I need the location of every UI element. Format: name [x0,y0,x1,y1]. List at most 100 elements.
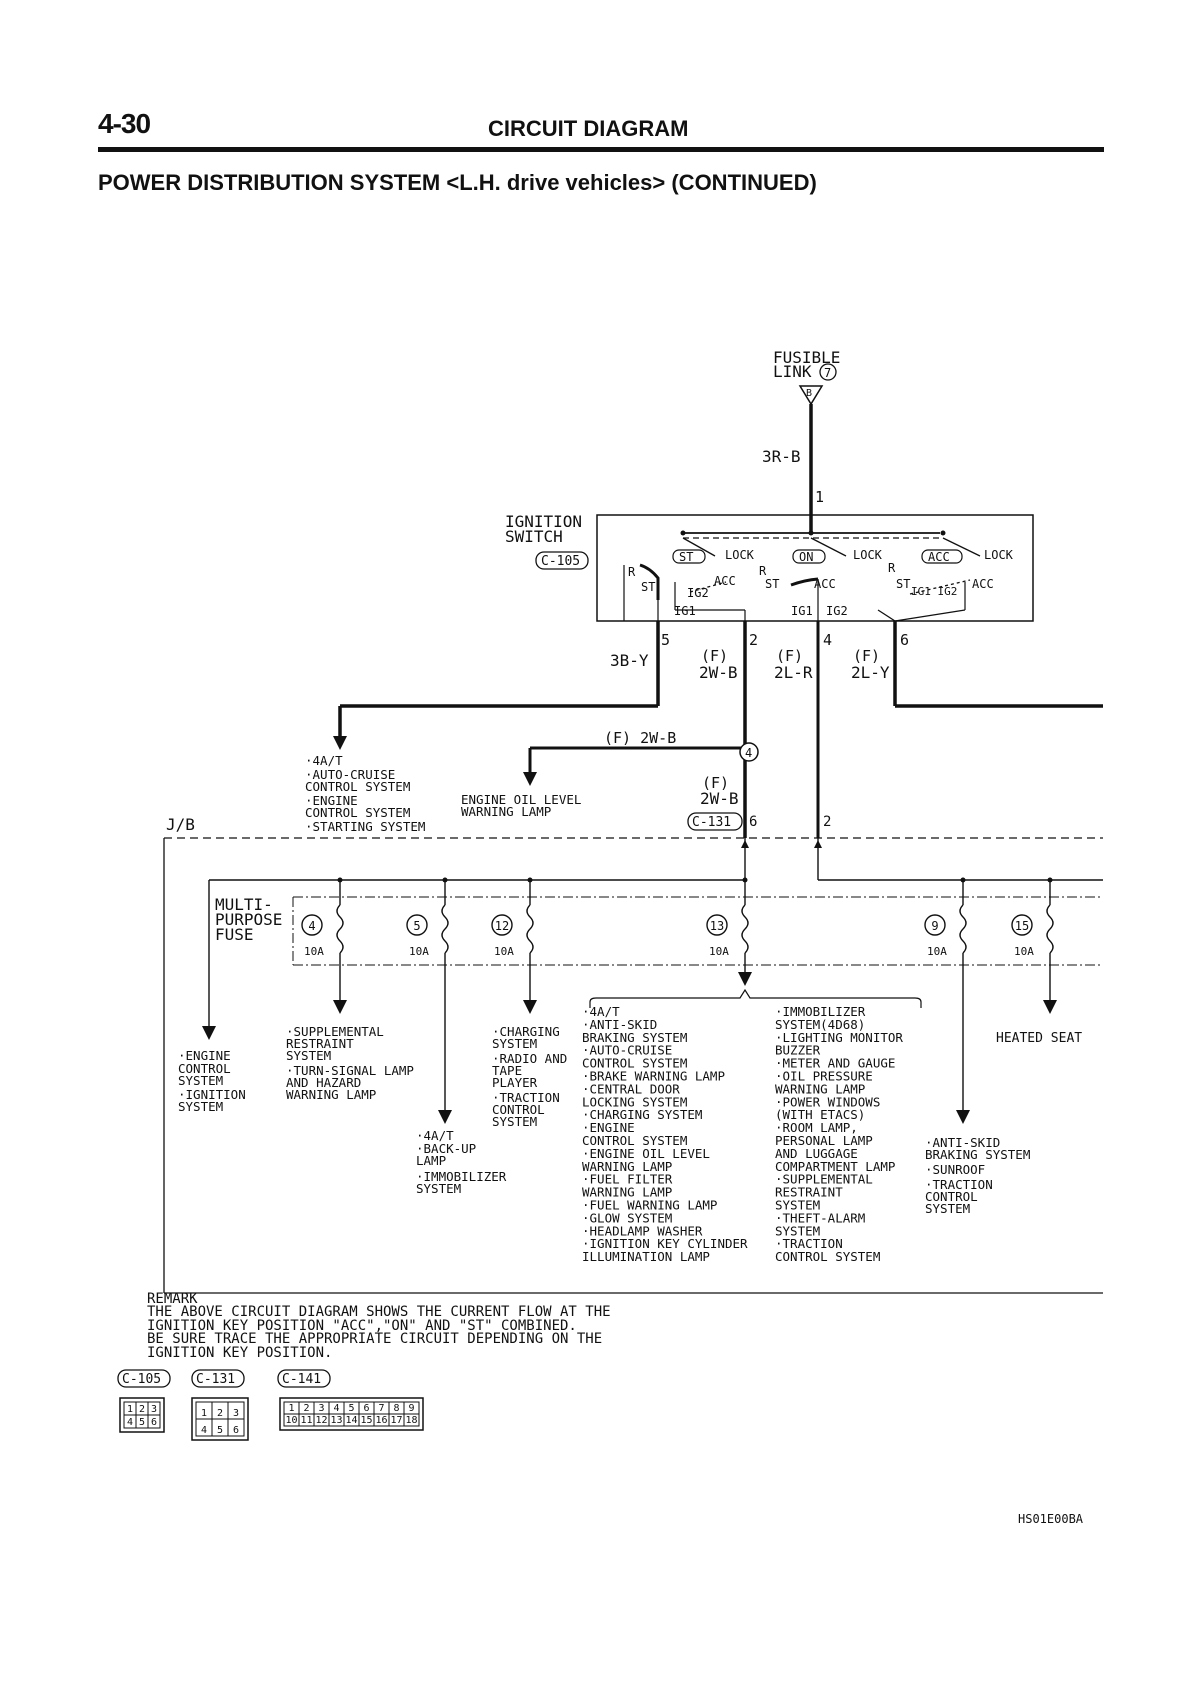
c131-tag [687,812,743,831]
load-line: COMPARTMENT LAMP [775,1159,895,1174]
load-line: ·CHARGING SYSTEM [582,1107,702,1122]
svg-text:IGNITION KEY POSITION.: IGNITION KEY POSITION. [147,1345,332,1361]
wire-code-jb: 2W-B [700,789,739,808]
terminal-ig2-1: IG2 [687,586,709,600]
load-line: SYSTEM(4D68) [775,1017,865,1032]
c105-tag [535,551,589,570]
fuse13-brace [589,988,922,1008]
load-line: ·ENGINE [582,1120,635,1135]
pin: 4 [127,1417,133,1428]
load-line: ILLUMINATION LAMP [582,1249,710,1264]
terminal-st-3: ST [896,577,910,591]
svg-text:TAPE: TAPE [492,1063,522,1078]
terminal-r-2: R [759,564,767,578]
load-line: ·THEFT-ALARM [775,1210,865,1225]
load-line: SYSTEM [775,1223,820,1238]
load-line: ·HEADLAMP WASHER [582,1223,703,1238]
load-line: ·METER AND GAUGE [775,1056,895,1071]
svg-text:WARNING LAMP: WARNING LAMP [461,804,551,819]
mode-acc-text: ACC [928,550,950,564]
svg-text:·IMMOBILIZER: ·IMMOBILIZER [416,1169,507,1184]
svg-text:BE SURE TRACE THE APPROPRIATE: BE SURE TRACE THE APPROPRIATE CIRCUIT DE… [147,1331,602,1347]
st-loads: ·4A/T ·AUTO-CRUISE CONTROL SYSTEM ·ENGIN… [305,753,425,834]
load-line: CONTROL SYSTEM [582,1056,687,1071]
load-line: BRAKING SYSTEM [582,1030,687,1045]
svg-text:IGNITION KEY POSITION "ACC","O: IGNITION KEY POSITION "ACC","ON" AND "ST… [147,1318,577,1334]
fuse5-loads: ·4A/T ·BACK-UP LAMP ·IMMOBILIZER SYSTEM [416,1128,507,1196]
fusible-link-number-circle [819,363,837,381]
fuse-rating: 10A [304,945,324,958]
wire-f-acc: (F) [853,647,880,665]
svg-text:·TRACTION: ·TRACTION [925,1177,993,1192]
mode-st [672,549,706,564]
load-line: ·AUTO-CRUISE [582,1043,672,1058]
fusible-link-label: FUSIBLE [773,348,840,367]
load-line: ·LIGHTING MONITOR [775,1030,903,1045]
svg-text:·STARTING SYSTEM: ·STARTING SYSTEM [305,819,425,834]
pin: 3 [318,1403,324,1414]
fuse13-loads-b: ·IMMOBILIZER SYSTEM(4D68)·LIGHTING MONIT… [775,1004,903,1264]
terminal-ig1-1: IG1 [674,604,696,618]
load-line: CONTROL SYSTEM [775,1249,880,1264]
page-title: CIRCUIT DIAGRAM [488,116,689,141]
svg-text:AND HAZARD: AND HAZARD [286,1075,361,1090]
pin: 1 [127,1404,133,1415]
terminal-r-1: R [628,565,636,579]
terminal-st-1: ST [641,580,655,594]
load-line: WARNING LAMP [775,1081,865,1096]
svg-text:SYSTEM: SYSTEM [925,1201,970,1216]
fusible-link-number: 7 [824,366,831,380]
load-line: CONTROL SYSTEM [582,1133,687,1148]
svg-text:SYSTEM: SYSTEM [492,1114,537,1129]
pin: 7 [378,1403,384,1414]
header-rule [98,147,1104,152]
pin: 5 [217,1425,223,1436]
svg-text:·4A/T: ·4A/T [416,1128,454,1143]
fuse-15: 15 10A [1011,880,1057,1014]
svg-text:·AUTO-CRUISE: ·AUTO-CRUISE [305,767,395,782]
fuse-rating: 10A [709,945,729,958]
load-line: ·ENGINE OIL LEVEL [582,1146,710,1161]
load-line: PERSONAL LAMP [775,1133,873,1148]
ignition-switch-label-2: SWITCH [505,527,563,546]
svg-text:RESTRAINT: RESTRAINT [286,1036,354,1051]
terminal-st-2: ST [765,577,779,591]
fuse-number: 13 [710,919,724,933]
multi-fuse-label-2: PURPOSE [215,910,282,929]
terminal-ig2-2: IG2 [826,604,848,618]
fusible-link-connector-symbol [798,385,824,406]
pin: 14 [345,1415,357,1426]
load-line: ·IGNITION KEY CYLINDER [582,1236,748,1251]
pin-4: 4 [823,631,832,649]
fuse-rating: 10A [1014,945,1034,958]
wire-code-ig2: 2L-R [774,663,813,682]
junction-node-number: 4 [745,746,752,760]
wire-code-ig1: 2W-B [699,663,738,682]
pin: 9 [408,1403,414,1414]
connector-name: C-105 [122,1372,161,1387]
fuse9-loads: ·ANTI-SKID BRAKING SYSTEM ·SUNROOF ·TRAC… [925,1135,1030,1216]
load-line: ·TRACTION [775,1236,843,1251]
pin: 6 [363,1403,369,1414]
svg-text:·TRACTION: ·TRACTION [492,1090,560,1105]
fuse-number: 15 [1015,919,1029,933]
pin: 5 [139,1417,145,1428]
page-number: 4-30 [98,108,151,139]
svg-text:SYSTEM: SYSTEM [178,1099,223,1114]
fuse-rating: 10A [494,945,514,958]
ignition-switch-connector: C-105 [541,554,580,569]
load-line: SYSTEM [775,1198,820,1213]
svg-text:·IGNITION: ·IGNITION [178,1087,246,1102]
load-line: RESTRAINT [775,1185,843,1200]
terminal-acc-1: ACC [714,574,736,588]
svg-text:REMARK: REMARK [147,1291,198,1307]
fuse12-loads: ·CHARGING SYSTEM ·RADIO AND TAPE PLAYER … [492,1024,567,1129]
wire-f-jb: (F) [702,774,729,792]
remark: REMARK THE ABOVE CIRCUIT DIAGRAM SHOWS T… [147,1291,611,1361]
connector-name: C-141 [282,1372,321,1387]
